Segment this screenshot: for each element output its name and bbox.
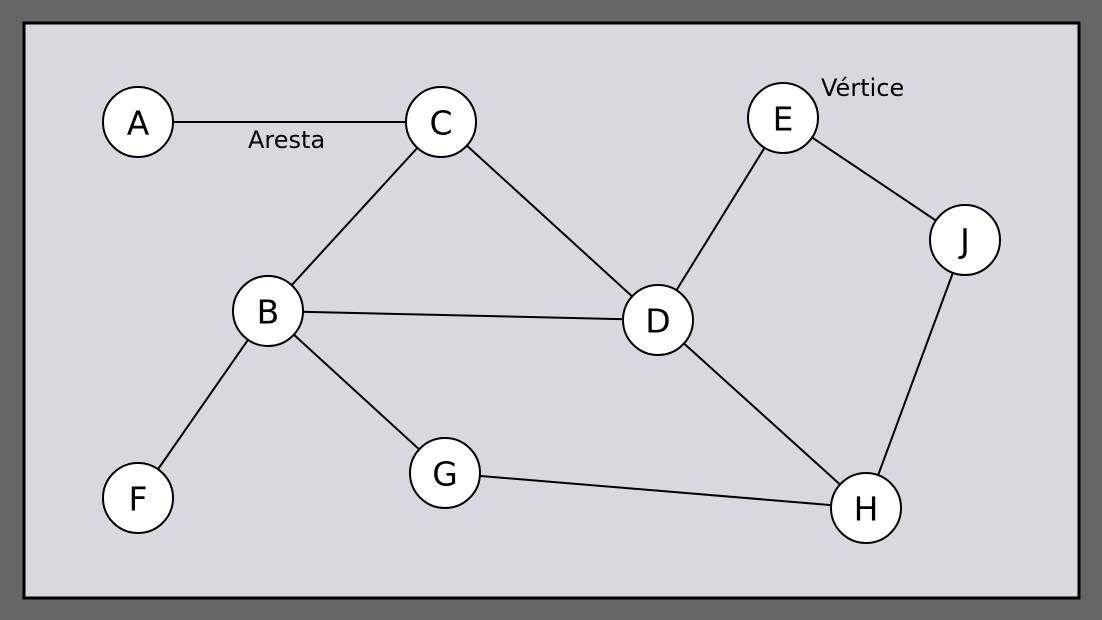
edge-d-e [657, 117, 784, 321]
node-label-h: H [854, 490, 879, 529]
node-f: F [102, 462, 174, 534]
node-label-g: G [432, 455, 458, 494]
edge-annotation-label: Aresta [248, 126, 325, 154]
node-circle-e [747, 82, 819, 154]
node-c: C [405, 86, 477, 158]
vertex-annotation-label: Vértice [821, 74, 904, 102]
edges-layer [137, 117, 966, 509]
node-circle-g [409, 437, 481, 509]
node-label-f: F [129, 480, 148, 519]
node-circle-h [830, 472, 902, 544]
node-g: G [409, 437, 481, 509]
nodes-layer: A B C D E F G H J [102, 82, 1001, 544]
edge-c-d [440, 121, 659, 321]
node-circle-f [102, 462, 174, 534]
node-label-j: J [958, 222, 970, 261]
node-b: B [232, 275, 304, 347]
node-h: H [830, 472, 902, 544]
edge-d-h [657, 319, 867, 509]
edge-c-b [267, 121, 442, 312]
node-label-e: E [773, 100, 794, 139]
edge-g-h [444, 472, 867, 509]
node-circle-a [102, 86, 174, 158]
edge-b-g [267, 310, 446, 474]
node-circle-c [405, 86, 477, 158]
edge-j-h [865, 239, 966, 509]
edge-e-j [782, 117, 966, 241]
node-label-a: A [127, 104, 150, 143]
node-circle-d [622, 284, 694, 356]
node-circle-j [929, 204, 1001, 276]
node-label-d: D [645, 302, 670, 341]
node-j: J [929, 204, 1001, 276]
edge-b-f [137, 310, 269, 499]
node-circle-b [232, 275, 304, 347]
node-label-c: C [429, 104, 452, 143]
node-e: E [747, 82, 819, 154]
node-a: A [102, 86, 174, 158]
edge-b-d [267, 310, 659, 321]
node-d: D [622, 284, 694, 356]
diagram-panel [22, 21, 1081, 600]
node-label-b: B [257, 293, 280, 332]
